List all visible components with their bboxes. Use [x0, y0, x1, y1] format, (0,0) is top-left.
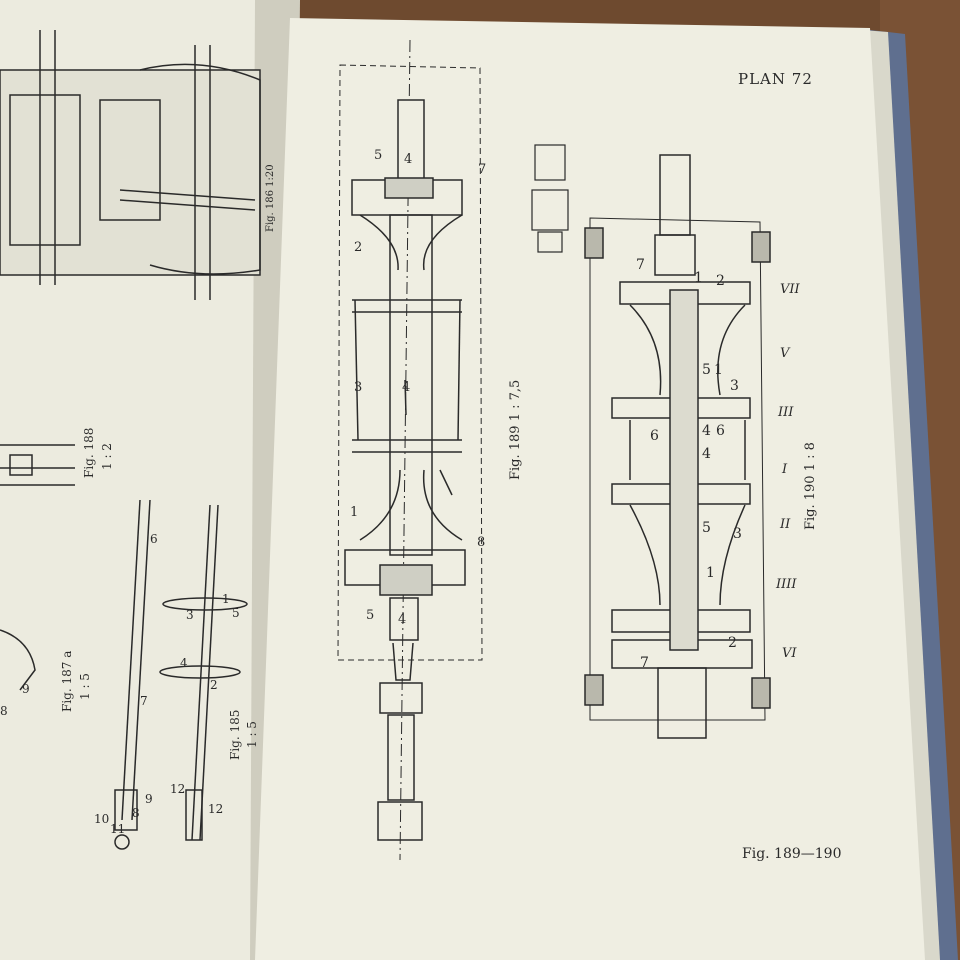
fig188-scale: 1 : 2: [100, 443, 114, 470]
left-part-callout: 6: [150, 532, 158, 546]
left-part-callout: 11: [110, 822, 126, 836]
fig190-stage: I: [782, 462, 788, 477]
fig189-callout: 4: [398, 612, 407, 627]
fig185-label: Fig. 185: [228, 709, 242, 760]
fig190-callout: 7: [636, 257, 645, 273]
fig190-callout: 1: [706, 565, 715, 581]
page-header: PLAN 72: [738, 70, 813, 88]
fig187a-scale: 1 : 5: [78, 673, 92, 700]
fig190-callout: 1: [714, 362, 723, 378]
left-part-callout: 9: [145, 792, 153, 806]
left-part-callout: 1: [222, 592, 230, 606]
fig190-stage: VI: [782, 646, 797, 661]
fig190-callout: 7: [640, 655, 649, 671]
fig189-callout: 5: [374, 148, 383, 163]
fig190-callout: 6: [650, 428, 659, 444]
fig189-callout: 7: [478, 162, 487, 177]
fig190-callout: 5: [702, 362, 711, 378]
fig186-drawing: [0, 30, 261, 300]
fig190-stage: III: [778, 405, 794, 420]
fig190-callout: 4: [702, 446, 711, 462]
left-part-callout: 3: [186, 608, 194, 622]
fig190-callout: 2: [728, 635, 737, 651]
left-part-callout: 7: [140, 694, 148, 708]
fig189-callout: 3: [354, 380, 363, 395]
left-part-callout: 2: [210, 678, 218, 692]
fig189-callout: 2: [354, 240, 363, 255]
left-part-callout: 4: [180, 656, 188, 670]
fig188-label: Fig. 188: [82, 427, 96, 478]
fig189-label: Fig. 189 1 : 7,5: [508, 379, 523, 480]
fig190-stage: IIII: [776, 577, 797, 592]
fig188-drawing: [0, 444, 75, 486]
fig187a-label: Fig. 187 a: [60, 650, 74, 712]
detail-drawing: [531, 144, 569, 253]
fig190-callout: 3: [730, 378, 739, 394]
fig190-drawing: [584, 154, 771, 739]
fig190-callout: 3: [733, 526, 742, 542]
fig190-label: Fig. 190 1 : 8: [803, 442, 818, 530]
fig187a-drawing: [0, 499, 151, 850]
fig189-callout: 1: [350, 505, 359, 520]
fig185-drawing: [159, 504, 248, 841]
fig189-drawing: [337, 39, 483, 861]
fig190-callout: 4: [702, 423, 711, 439]
left-part-callout: 12: [208, 802, 224, 816]
fig189-callout: 8: [477, 535, 486, 550]
fig186-label: Fig. 186 1:20: [265, 164, 276, 232]
fig190-stage: VII: [780, 282, 800, 297]
figure-caption: Fig. 189—190: [742, 846, 842, 862]
left-part-callout: 10: [94, 812, 110, 826]
left-part-callout: 5: [232, 606, 240, 620]
left-part-callout: 8: [132, 806, 140, 820]
fig190-stage: II: [780, 517, 791, 532]
fig189-callout: 4: [402, 380, 411, 395]
fig190-callout: 5: [702, 520, 711, 536]
fig189-callout: 4: [404, 152, 413, 167]
left-part-callout: 12: [170, 782, 186, 796]
fig185-scale: 1 : 5: [245, 721, 259, 748]
left-part-callout: 8: [0, 704, 8, 718]
left-part-callout: 9: [22, 682, 30, 696]
fig189-callout: 5: [366, 608, 375, 623]
fig190-callout: 1: [694, 270, 703, 286]
fig190-stage: V: [780, 346, 790, 361]
fig190-callout: 6: [716, 423, 725, 439]
fig190-callout: 2: [716, 273, 725, 289]
